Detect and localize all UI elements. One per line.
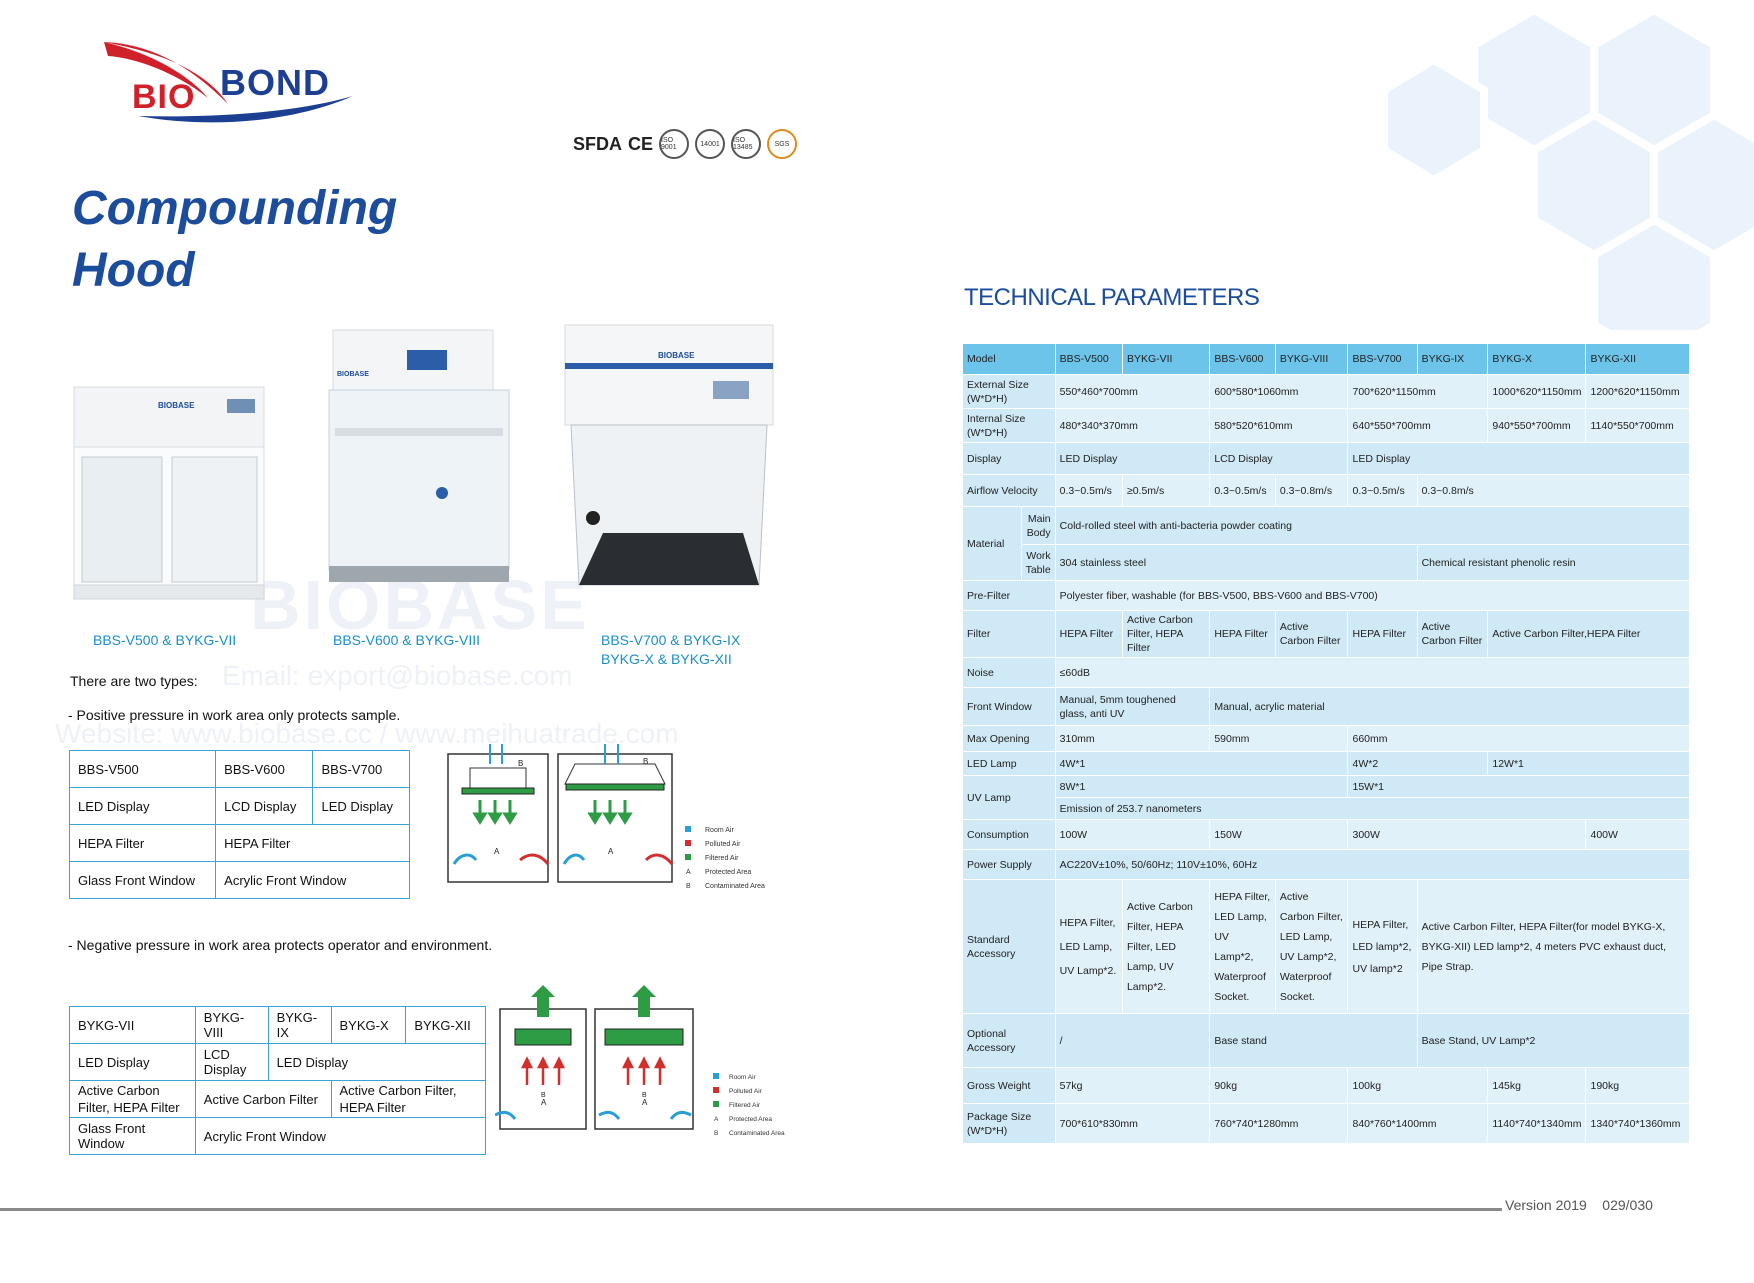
product-caption-3: BBS-V700 & BYKG-IX BYKG-X & BYKG-XII: [601, 632, 741, 667]
diagram-label-b: B: [541, 1092, 546, 1099]
legend-room-air: Room Air: [729, 1074, 757, 1081]
table-row: UV Lamp 8W*1 15W*1: [962, 775, 1690, 820]
product-caption-2: BBS-V600 & BYKG-VIII: [333, 632, 481, 648]
page-numbers: 029/030: [1602, 1197, 1653, 1213]
watermark-email: Email: export@biobase.com: [222, 660, 573, 691]
product-brand-label: BIOBASE: [158, 401, 195, 410]
legend-key-b: B: [686, 883, 691, 890]
table-row: LED Lamp 4W*1 4W*2 12W*1: [962, 751, 1690, 776]
technical-parameters-heading: TECHNICAL PARAMETERS: [964, 284, 1260, 311]
table-row: HEPA Filter HEPA Filter: [68, 824, 410, 862]
diagram-label-a: A: [541, 1098, 547, 1107]
legend-filtered-air: Filtered Air: [705, 855, 739, 862]
table-row: BYKG-VII BYKG-VIII BYKG-IX BYKG-X BYKG-X…: [69, 1006, 486, 1044]
diagram-label-b: B: [643, 757, 648, 766]
legend-key-a: A: [714, 1116, 719, 1123]
diagram-label-b: B: [642, 1092, 647, 1099]
technical-parameters-table: Model BBS-V500 BYKG-VII BBS-V600 BYKG-VI…: [962, 343, 1691, 1144]
logo-swoosh-icon: [104, 42, 353, 123]
legend-polluted-air: Polluted Air: [705, 841, 741, 848]
table-row: Active Carbon Filter, HEPA Filter Active…: [69, 1080, 486, 1118]
positive-pressure-airflow-diagram: A B A B Room Air Polluted Air Filtered A…: [447, 744, 765, 890]
table-row: Filter HEPA Filter Active Carbon Filter,…: [962, 610, 1690, 658]
table-row: Material Main Body Cold-rolled steel wit…: [962, 506, 1691, 581]
table-row: Consumption 100W 150W 300W 400W: [962, 819, 1690, 850]
table-row: Noise ≤60dB: [962, 657, 1691, 688]
table-row: Standard Accessory HEPA Filter, LED Lamp…: [962, 879, 1691, 1014]
iso9001-badge: ISO 9001: [659, 129, 690, 159]
legend-key-b: B: [714, 1130, 718, 1137]
legend-polluted-air: Polluted Air: [729, 1088, 763, 1095]
table-row: Package Size (W*D*H) 700*610*830mm 760*7…: [962, 1103, 1690, 1144]
ce-mark: CE: [628, 133, 654, 154]
product-caption-1: BBS-V500 & BYKG-VII: [93, 632, 237, 648]
product-brand-label: BIOBASE: [337, 371, 369, 378]
table-row: LED Display LCD Display LED Display: [69, 1043, 487, 1081]
table-row: Glass Front Window Acrylic Front Window: [69, 1117, 487, 1155]
sfda-mark: SFDA: [573, 133, 622, 154]
negative-pressure-airflow-diagram: A B A B Room Air Polluted Air Filtered A…: [495, 985, 785, 1137]
product-image-bbs-v700: BIOBASE: [564, 324, 774, 586]
legend-contaminated-area: Contaminated Area: [705, 883, 765, 890]
table-row: Model BBS-V500 BYKG-VII BBS-V600 BYKG-VI…: [962, 343, 1690, 375]
table-row: Airflow Velocity 0.3~0.5m/s ≥0.5m/s 0.3~…: [962, 474, 1691, 507]
table-row: Emission of 253.7 nanometers: [963, 797, 1691, 820]
page-footer: Version 2019 029/030: [1505, 1197, 1653, 1213]
diagram-label-b: B: [518, 759, 523, 768]
types-intro: There are two types:: [70, 673, 198, 689]
table-row: Gross Weight 57kg 90kg 100kg 145kg 190kg: [962, 1067, 1690, 1104]
watermark-website: Website: www.biobase.cc / www.meihuatrad…: [55, 718, 679, 749]
table-row: Internal Size (W*D*H) 480*340*370mm 580*…: [962, 408, 1690, 443]
logo-bio-text: BIO: [132, 78, 196, 116]
positive-pressure-note: - Positive pressure in work area only pr…: [68, 707, 401, 723]
footer-divider: [0, 1208, 1502, 1211]
page-title: Compounding Hood: [72, 182, 398, 297]
hexagon-background-decoration: [1380, 5, 1754, 330]
legend-room-air: Room Air: [705, 827, 734, 834]
biobond-logo: BIO BOND: [98, 34, 358, 124]
positive-pressure-table: BBS-V500 BBS-V600 BBS-V700 LED Display L…: [68, 750, 410, 899]
table-row: Front Window Manual, 5mm toughened glass…: [962, 687, 1690, 726]
diagram-label-a: A: [642, 1098, 648, 1107]
product-image-bbs-v600: BIOBASE: [328, 329, 510, 582]
table-row: External Size (W*D*H) 550*460*700mm 600*…: [962, 374, 1690, 409]
table-row: LED Display LCD Display LED Display: [68, 787, 410, 825]
diagram-label-a: A: [608, 847, 614, 856]
table-row: Glass Front Window Acrylic Front Window: [68, 861, 410, 899]
version-label: Version 2019: [1505, 1197, 1587, 1213]
legend-filtered-air: Filtered Air: [729, 1102, 761, 1109]
logo-bond-text: BOND: [220, 62, 330, 103]
table-row: Work Table 304 stainless steel Chemical …: [963, 544, 1691, 581]
iso14001-badge: 14001: [695, 129, 726, 159]
diagram-label-a: A: [494, 847, 500, 856]
table-row: BBS-V500 BBS-V600 BBS-V700: [68, 750, 410, 788]
table-row: Max Opening 310mm 590mm 660mm: [962, 725, 1690, 752]
legend-contaminated-area: Contaminated Area: [729, 1130, 785, 1137]
negative-pressure-note: - Negative pressure in work area protect…: [68, 937, 493, 953]
table-row: Optional Accessory / Base stand Base Sta…: [962, 1013, 1691, 1068]
table-row: Display LED Display LCD Display LED Disp…: [962, 442, 1690, 475]
negative-pressure-table: BYKG-VII BYKG-VIII BYKG-IX BYKG-X BYKG-X…: [69, 1006, 487, 1155]
table-row: Power Supply AC220V±10%, 50/60Hz; 110V±1…: [962, 849, 1691, 880]
sgs-badge: SGS: [767, 129, 798, 159]
legend-protected-area: Protected Area: [705, 869, 751, 876]
certification-badges: SFDA CE ISO 9001 14001 ISO 13485 SGS: [573, 128, 798, 160]
product-image-bbs-v500: BIOBASE: [73, 386, 265, 600]
legend-key-a: A: [686, 869, 691, 876]
legend-protected-area: Protected Area: [729, 1116, 772, 1123]
iso13485-badge: ISO 13485: [731, 129, 762, 159]
product-brand-label: BIOBASE: [658, 351, 695, 360]
table-row: Pre-Filter Polyester fiber, washable (fo…: [962, 580, 1691, 611]
